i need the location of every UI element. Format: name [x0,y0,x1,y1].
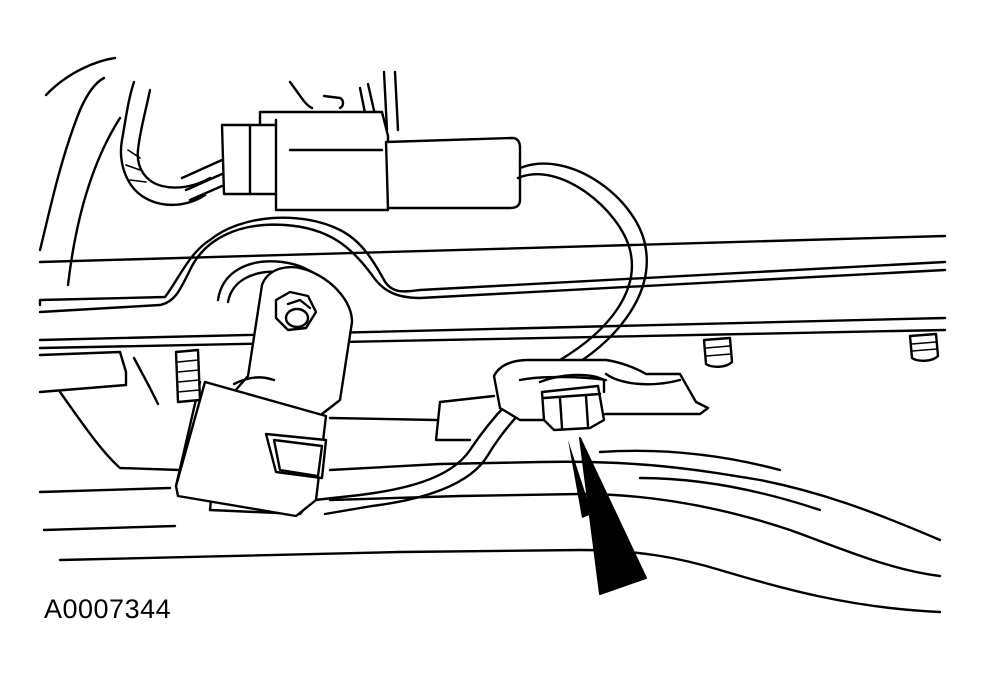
engine-block [38,216,947,380]
studs [174,332,940,404]
lower-contours [38,449,942,614]
stud-mid [702,336,734,368]
callout-arrow [568,437,647,595]
mounting-bolt [274,290,318,332]
housing-left-edges [38,56,122,287]
electrical-connector [220,110,522,212]
stud-left [174,348,202,404]
upper-panel [382,70,400,132]
knock-sensor [328,358,710,442]
figure-id-label: A0007344 [44,594,172,624]
wiring-harness [119,80,380,207]
sensor-bracket [174,265,354,518]
lower-left-housing [38,350,182,472]
sensor-nut [538,373,606,432]
stud-right [908,332,940,362]
